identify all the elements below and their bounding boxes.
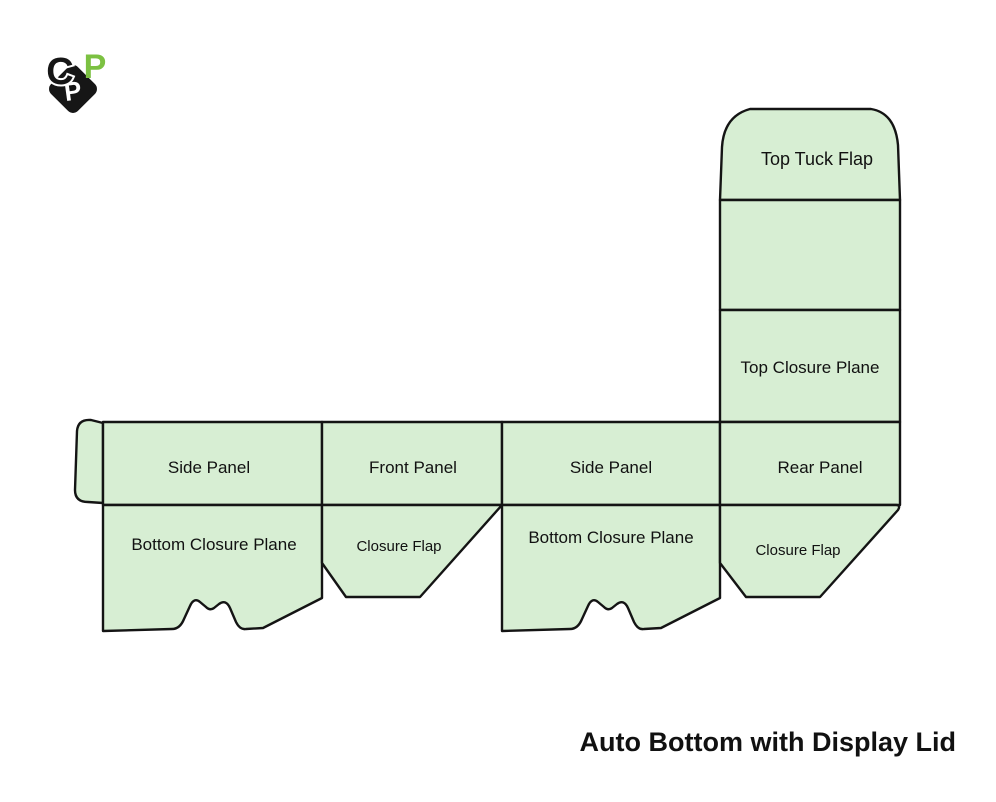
label-side-panel-right: Side Panel [570,458,652,477]
logo-letter-p-green: P [84,48,107,86]
label-front-panel: Front Panel [369,458,457,477]
panel-top-tuck-flap [718,107,902,202]
dieline-labels: Top Tuck Flap Top Closure Plane Side Pan… [131,149,879,559]
panel-bottom-closure-right [500,503,722,633]
panel-closure-flap-right [718,503,901,599]
label-bottom-closure-right: Bottom Closure Plane [528,528,693,547]
label-top-tuck-flap: Top Tuck Flap [761,149,873,169]
label-side-panel-left: Side Panel [168,458,250,477]
glue-flap [73,418,105,505]
label-top-closure-plane: Top Closure Plane [741,358,880,377]
label-closure-flap-right: Closure Flap [755,542,840,559]
panel-lid [718,198,902,312]
logo-letter-c: C [46,51,73,93]
dieline-panels [73,107,902,633]
panel-bottom-closure-left [101,503,324,633]
panel-closure-flap-left [320,503,504,599]
diagram-title: Auto Bottom with Display Lid [579,727,956,757]
label-bottom-closure-left: Bottom Closure Plane [131,535,296,554]
label-rear-panel: Rear Panel [777,458,862,477]
panel-rear [718,420,902,507]
logo-cube-icon [49,65,97,113]
label-closure-flap-left: Closure Flap [356,538,441,555]
logo-letter-p-white: P [62,75,83,107]
brand-logo: P C P [44,48,107,113]
